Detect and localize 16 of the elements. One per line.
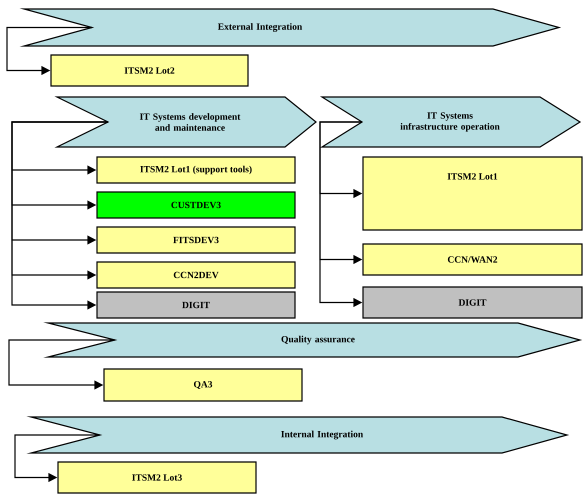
contract-box: DIGIT [362, 286, 583, 319]
contract-box: DIGIT [96, 291, 296, 319]
contract-box: ITSM2 Lot1 (support tools) [96, 156, 296, 184]
contract-box: FITSDEV3 [96, 226, 296, 254]
contract-box: ITSM2 Lot2 [50, 54, 249, 87]
chevron-band: External Integration [20, 8, 562, 47]
contract-box: QA3 [103, 368, 303, 402]
contract-box: ITSM2 Lot3 [57, 461, 257, 494]
contract-box: CUSTDEV3 [96, 191, 296, 219]
contract-box: ITSM2 Lot1 [362, 156, 583, 231]
chevron-band: Quality assurance [43, 322, 582, 358]
chevron-band: IT Systems infrastructure operation [320, 96, 582, 148]
contract-box: CCN/WAN2 [362, 243, 583, 276]
chevron-band: Internal Integration [26, 416, 570, 454]
contract-box: CCN2DEV [96, 261, 296, 289]
chevron-band: IT Systems development and maintenance [54, 96, 317, 148]
